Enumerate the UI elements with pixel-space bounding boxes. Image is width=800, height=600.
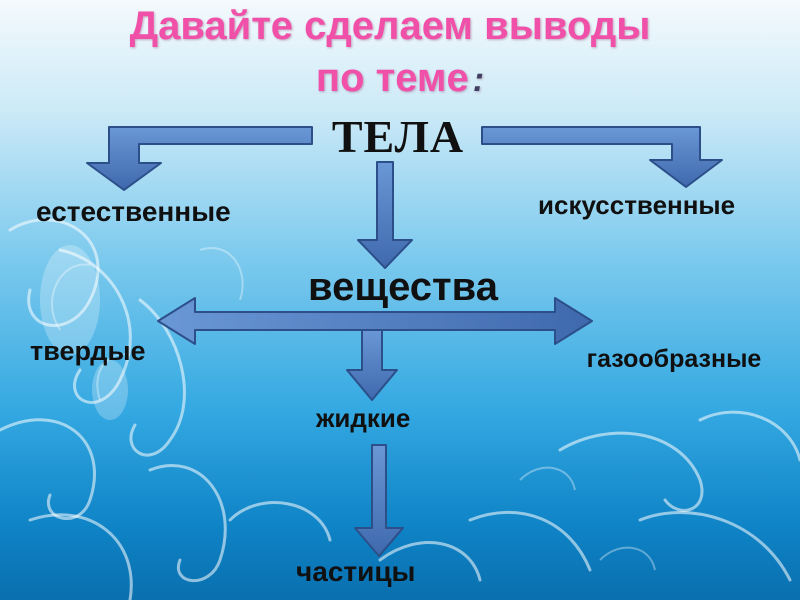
slide-title-line2-text: по теме	[315, 56, 469, 100]
arrow-to-particles	[354, 444, 404, 557]
node-artificial: искусственные	[538, 190, 736, 220]
arrow-to-liquid	[346, 329, 398, 401]
arrow-states-horizontal	[157, 297, 593, 345]
node-gaseous: газообразные	[586, 345, 762, 373]
arrow-to-artificial	[481, 126, 723, 188]
arrow-to-substances	[357, 161, 413, 269]
node-liquid: жидкие	[316, 403, 411, 433]
title-colon: :	[472, 61, 485, 99]
slide-title-line2: по теме:	[0, 54, 800, 104]
node-solid: твердые	[30, 336, 146, 366]
node-particles: частицы	[296, 556, 416, 587]
arrow-to-natural	[86, 126, 313, 191]
node-substances: вещества	[308, 265, 498, 309]
node-natural: естественные	[36, 196, 231, 227]
slide-title-line1: Давайте сделаем выводы	[129, 4, 651, 48]
node-bodies: ТЕЛА	[331, 111, 465, 162]
